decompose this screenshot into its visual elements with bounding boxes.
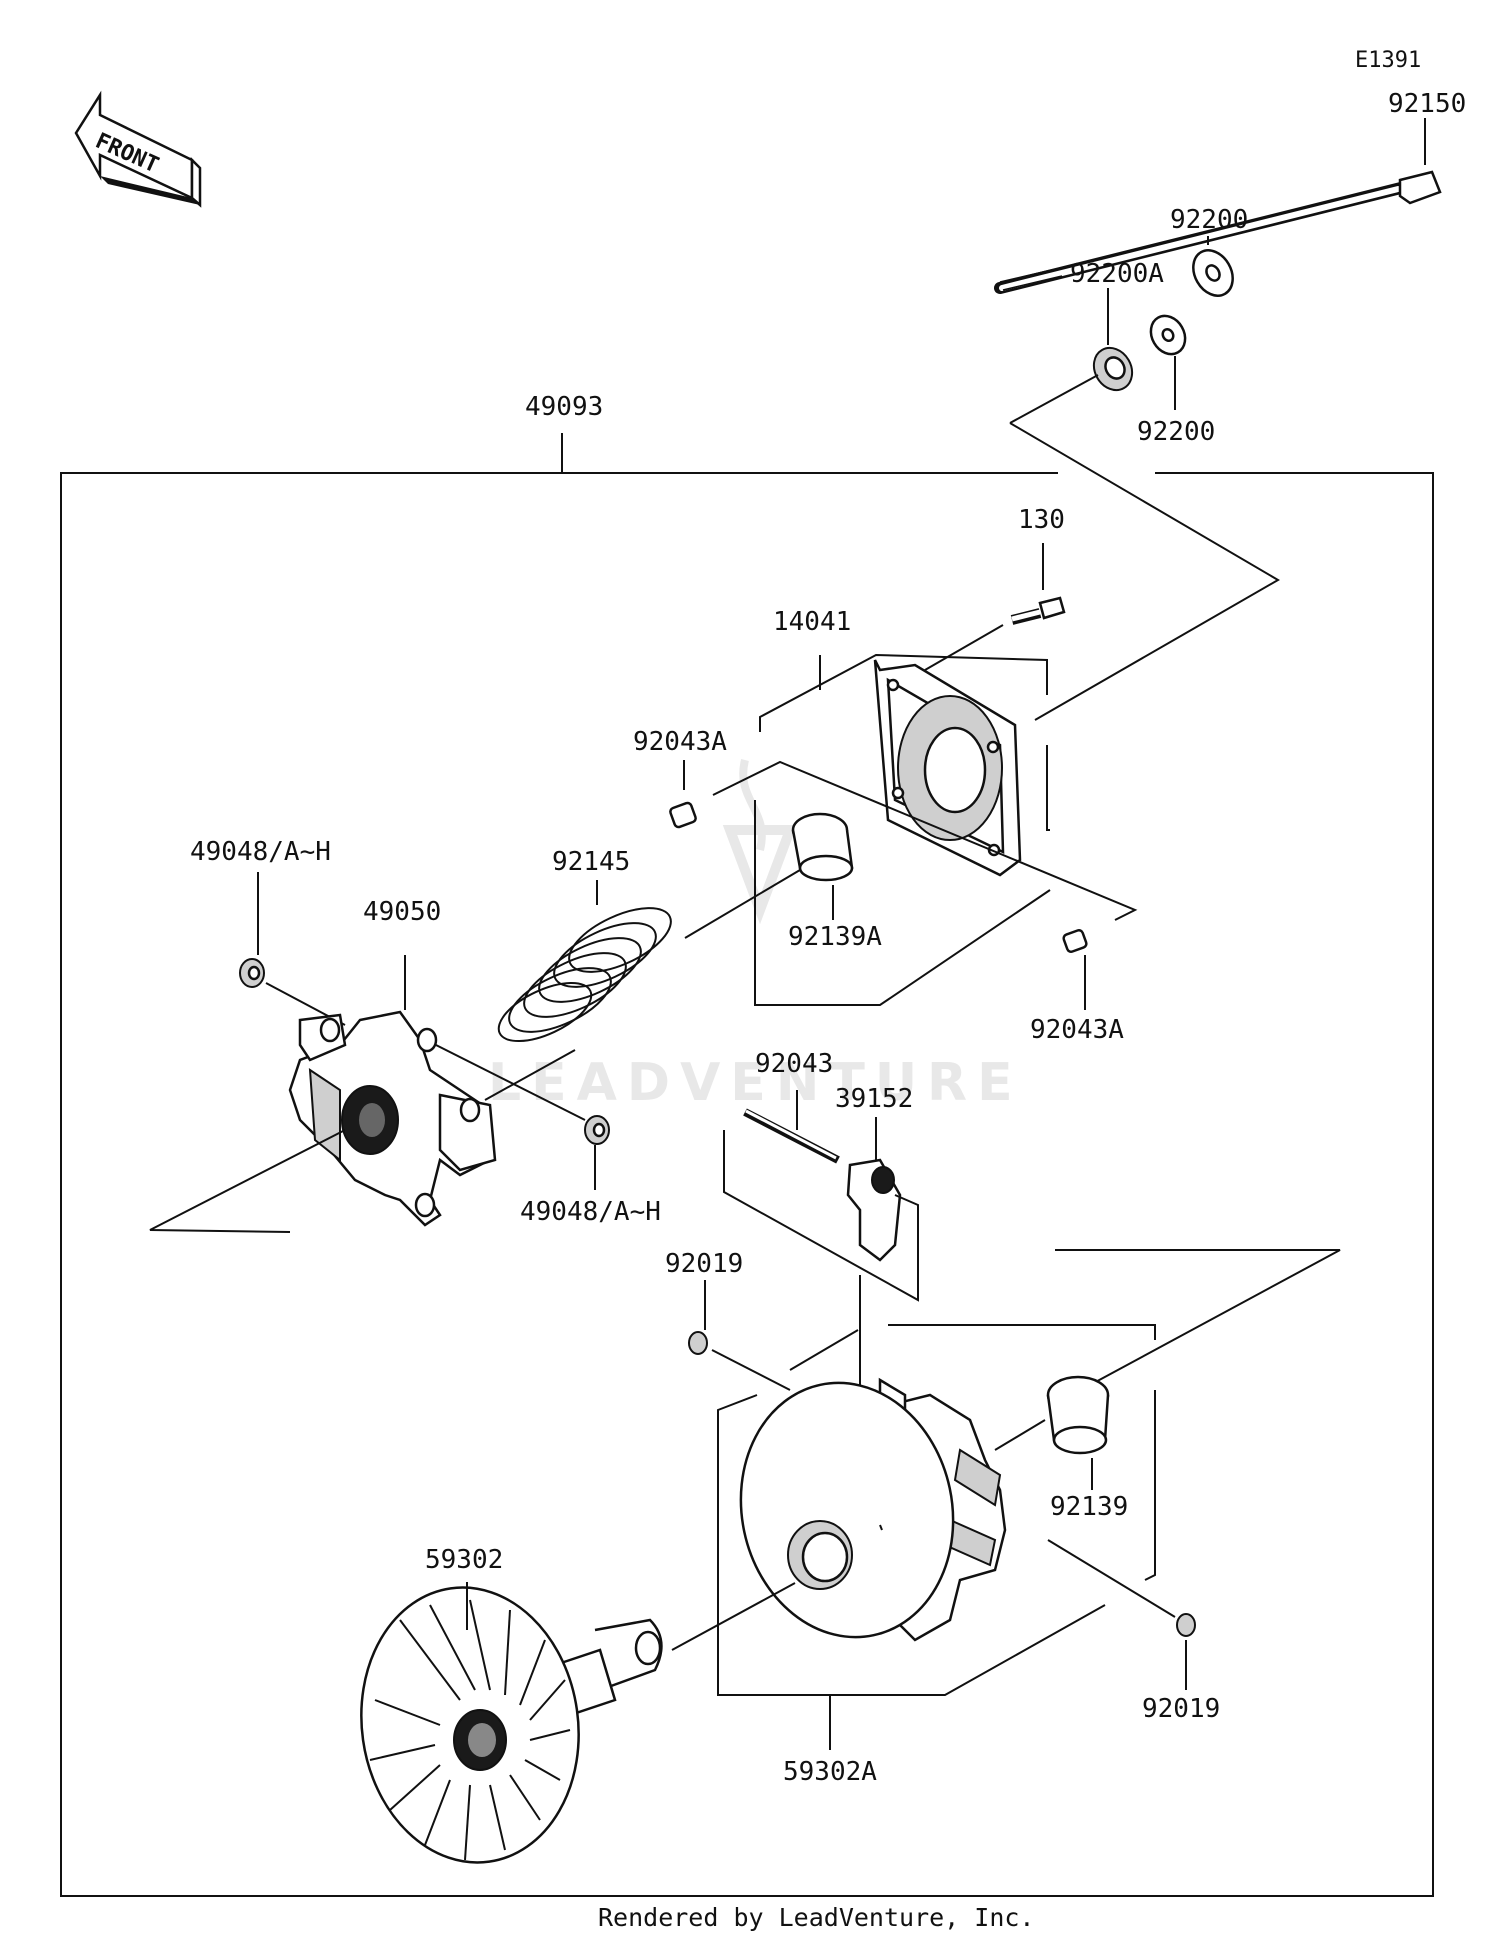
leader-sheave-top (789, 1329, 859, 1371)
part-label-92150[interactable]: 92150 (1388, 89, 1466, 119)
part-label-39152[interactable]: 39152 (835, 1084, 913, 1114)
part-label-49093[interactable]: 49093 (525, 392, 603, 422)
part-label-14041[interactable]: 14041 (773, 607, 851, 637)
part-labels: 92150 92200 92200A 92200 49093 130 14041… (190, 89, 1466, 1787)
leader-92139-top (1055, 1249, 1341, 1386)
leader-59302a-box (717, 1394, 1106, 1696)
part-label-59302[interactable]: 59302 (425, 1545, 503, 1575)
fixed-sheave-59302[interactable] (344, 1573, 796, 1876)
nut-49048-top[interactable] (239, 872, 346, 1026)
bracket-plate-14041[interactable] (873, 659, 1022, 877)
part-label-92200-bottom[interactable]: 92200 (1137, 417, 1215, 447)
part-label-130[interactable]: 130 (1018, 505, 1065, 535)
part-label-92043[interactable]: 92043 (755, 1049, 833, 1079)
bearing-92200a[interactable] (1009, 288, 1140, 424)
washer-92200-top[interactable] (1185, 236, 1240, 303)
bushing-92139a[interactable] (684, 812, 854, 939)
spider-49050[interactable] (149, 955, 497, 1233)
part-label-92043a-top[interactable]: 92043A (633, 727, 727, 757)
nut-92019-right[interactable] (1047, 1539, 1196, 1690)
bushing-92139[interactable] (994, 1375, 1110, 1490)
part-label-92139a[interactable]: 92139A (788, 922, 882, 952)
nut-92019-left[interactable] (688, 1280, 791, 1391)
part-label-92139[interactable]: 92139 (1050, 1492, 1128, 1522)
part-label-92019-right[interactable]: 92019 (1142, 1694, 1220, 1724)
watermark-text: LEADVENTURE (488, 1053, 1023, 1113)
dowel-pin-92043a-top[interactable] (669, 760, 1138, 921)
diagram-code: E1391 (1355, 48, 1421, 73)
part-label-92145[interactable]: 92145 (552, 847, 630, 877)
bolt-92150[interactable] (994, 118, 1442, 294)
leader-92200a-plate (1009, 422, 1280, 721)
spring-92145[interactable] (484, 880, 680, 1101)
pin-92043[interactable] (743, 1090, 840, 1164)
nut-49048-bottom[interactable] (431, 1042, 610, 1190)
part-label-92043a-right[interactable]: 92043A (1030, 1015, 1124, 1045)
bolt-130[interactable] (924, 543, 1066, 671)
dowel-pin-92043a-right[interactable] (1062, 928, 1088, 1010)
leader-14041-side (1046, 745, 1050, 831)
movable-sheave-59302a[interactable] (718, 1363, 1007, 1657)
washer-92200-bottom[interactable] (1144, 310, 1192, 410)
part-label-49048-top[interactable]: 49048/A~H (190, 837, 331, 867)
leader-92139-box-side (1144, 1390, 1156, 1581)
footer-credit: Rendered by LeadVenture, Inc. (598, 1903, 1035, 1932)
part-label-92200-top[interactable]: 92200 (1170, 205, 1248, 235)
leader-92139a-box (754, 800, 1051, 1006)
leadventure-watermark: LEADVENTURE (488, 759, 1023, 1113)
leader-92139-box-top (888, 1324, 1156, 1340)
assembly-box-49093 (60, 433, 1434, 1897)
part-label-92019-left[interactable]: 92019 (665, 1249, 743, 1279)
leader-39152-box (723, 1130, 919, 1302)
leader-14041-box (759, 653, 1048, 732)
part-label-59302a[interactable]: 59302A (783, 1757, 877, 1787)
part-label-49050[interactable]: 49050 (363, 897, 441, 927)
front-arrow-icon: FRONT (74, 90, 202, 208)
roller-arm-39152[interactable] (846, 1117, 902, 1262)
part-label-92200a[interactable]: 92200A (1070, 259, 1164, 289)
part-label-49048-bottom[interactable]: 49048/A~H (520, 1197, 661, 1227)
